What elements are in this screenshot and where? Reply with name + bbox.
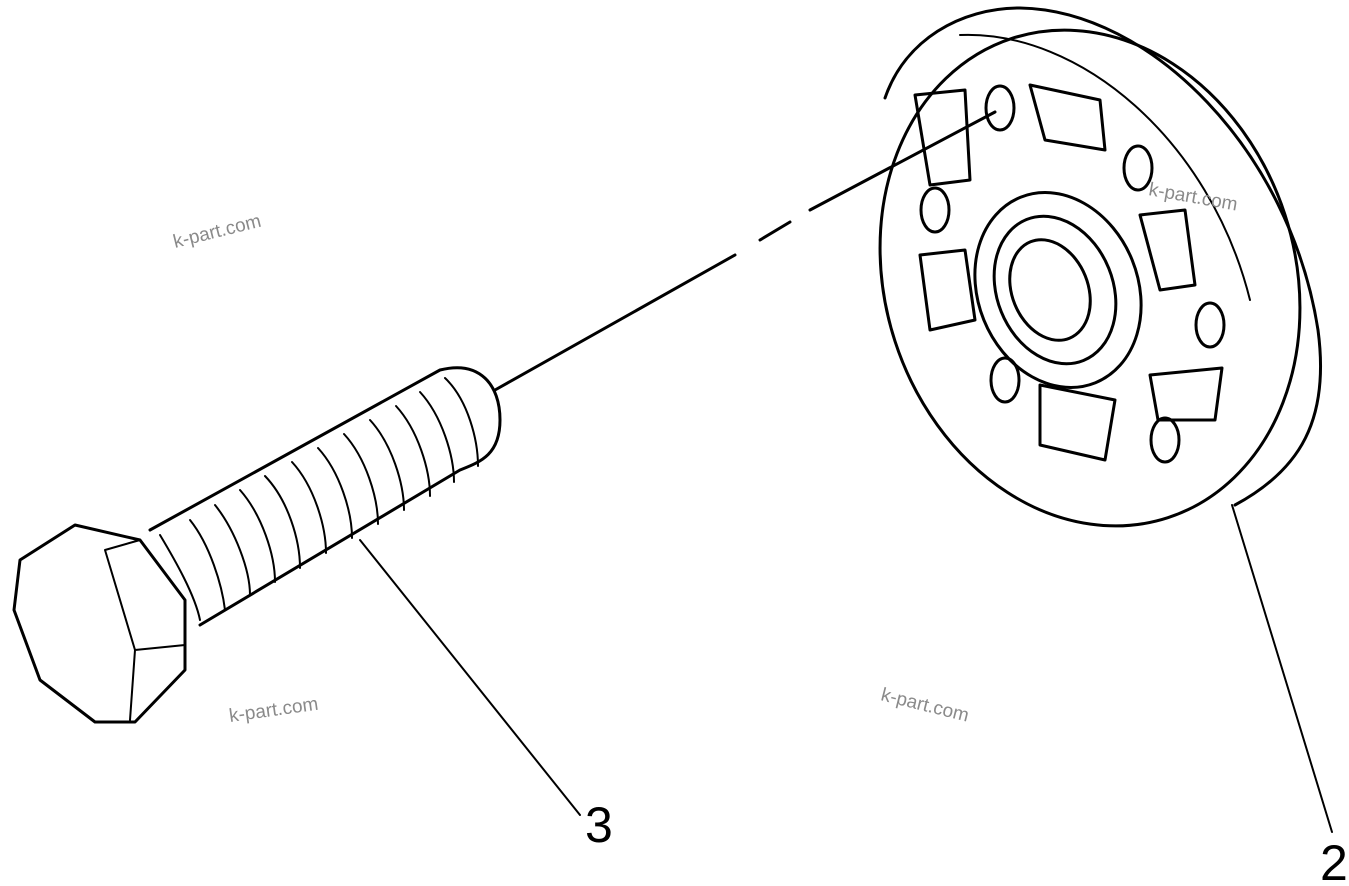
recess-pocket	[918, 248, 977, 332]
bolt-hole	[989, 356, 1021, 404]
watermark: k-part.com	[228, 694, 320, 727]
bolt-hole	[1149, 416, 1181, 464]
recess-pocket	[1138, 208, 1197, 292]
recess-pocket	[1038, 383, 1117, 462]
bolt-hole	[984, 84, 1016, 132]
pulley-inner-rim-line	[959, 33, 1251, 301]
pulley-front-face	[878, 28, 1302, 528]
assembly-line-dash	[758, 220, 792, 242]
watermark: k-part.com	[1147, 179, 1239, 215]
hub-bore	[1008, 238, 1092, 342]
bolt-head-facets	[104, 539, 186, 721]
hub-middle-ring	[992, 214, 1118, 366]
pulley-rim-back	[883, 6, 1323, 507]
assembly-line	[808, 110, 997, 212]
assembly-line	[493, 253, 737, 392]
watermark: k-part.com	[171, 211, 263, 253]
hex-bolt	[12, 366, 502, 724]
pulley-hub	[878, 6, 1323, 528]
watermark: k-part.com	[879, 684, 971, 726]
recess-pocket	[913, 88, 972, 187]
bolt-shank	[148, 366, 502, 627]
hub-outer-ring	[973, 191, 1143, 389]
recess-pocket	[1028, 83, 1107, 152]
leader-line-bolt	[359, 539, 581, 816]
callout-pulley: 2	[1320, 835, 1348, 886]
bolt-hole	[919, 186, 951, 234]
callout-bolt: 3	[585, 797, 613, 853]
bolt-threads	[159, 377, 479, 621]
bolt-hole	[1122, 144, 1154, 192]
bolt-head	[12, 523, 187, 724]
recess-pocket	[1148, 366, 1224, 422]
leader-line-pulley	[1231, 504, 1333, 833]
bolt-hole	[1194, 301, 1226, 349]
